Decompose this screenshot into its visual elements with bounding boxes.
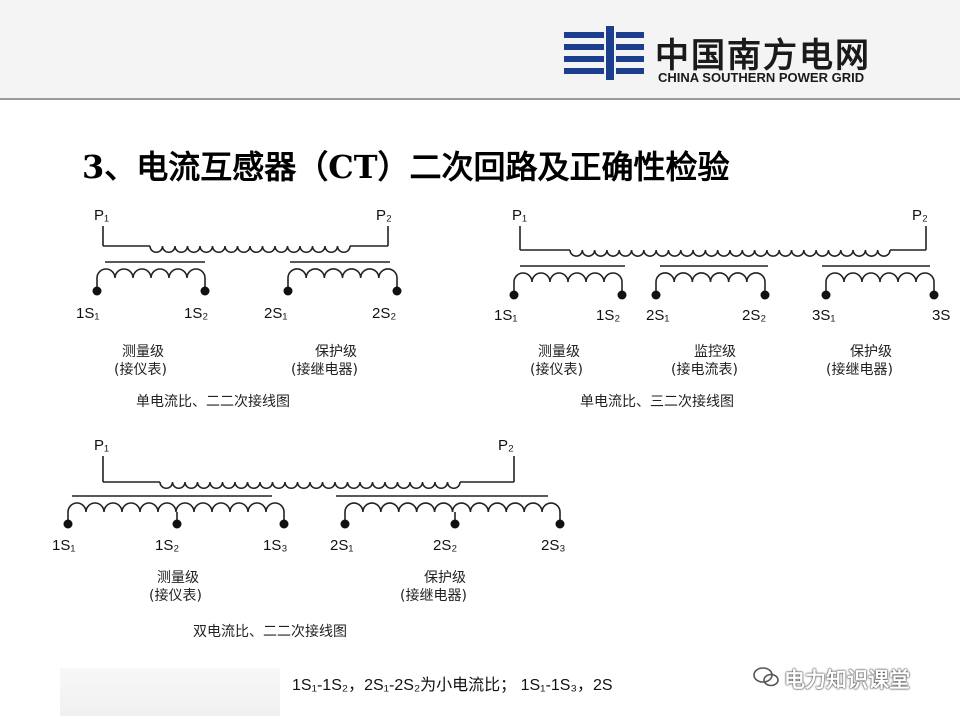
d3-winding2-use: (接继电器) <box>400 587 467 604</box>
d3-terminal-label: 1S₂ <box>155 537 179 554</box>
d3-p2-label: P₂ <box>498 437 514 454</box>
winding-coil <box>655 272 766 283</box>
d2-terminal-label: 2S₂ <box>742 307 766 324</box>
d1-winding1-type: 测量级 <box>122 344 164 360</box>
d2-terminal-label: 3S₁ <box>812 307 835 324</box>
d2-winding1-use: (接仪表) <box>530 361 583 378</box>
wechat-icon <box>753 667 779 687</box>
d3-terminal-label: 1S₁ <box>52 537 75 554</box>
winding-coil <box>67 502 285 513</box>
d1-p2-label: P₂ <box>376 207 392 224</box>
watermark-text: 电力知识课堂 <box>784 668 910 692</box>
d2-p2-label: P₂ <box>912 207 928 224</box>
winding-coil <box>344 502 561 513</box>
d2-winding1-type: 测量级 <box>538 344 580 360</box>
blurred-region <box>60 668 280 716</box>
d2-winding3-use: (接继电器) <box>826 361 893 378</box>
d3-winding1-use: (接仪表) <box>149 587 202 604</box>
winding-coil <box>569 249 891 257</box>
d1-terminal-label: 2S₁ <box>264 305 287 322</box>
terminal-dot <box>92 286 102 296</box>
terminal-dot <box>340 519 350 529</box>
d2-terminal-label: 1S₁ <box>494 307 517 324</box>
diagram1-primary <box>96 226 398 291</box>
d3-winding1-type: 测量级 <box>157 570 199 586</box>
d1-winding2-use: (接继电器) <box>291 361 358 378</box>
terminal-dot <box>651 290 661 300</box>
d1-terminal-label: 1S₁ <box>76 305 99 322</box>
d3-winding2-type: 保护级 <box>424 570 466 586</box>
d2-terminal-label: 3S <box>932 307 950 324</box>
slide-header: 中国南方电网 CHINA SOUTHERN POWER GRID <box>0 0 960 100</box>
d3-p1-label: P₁ <box>94 437 109 454</box>
d3-caption: 双电流比、二二次接线图 <box>193 623 347 640</box>
winding-coil <box>159 481 461 490</box>
terminal-dot <box>821 290 831 300</box>
terminal-dot <box>63 519 73 529</box>
terminal-dot <box>200 286 210 296</box>
d1-winding1-use: (接仪表) <box>114 361 167 378</box>
terminal-dot <box>279 519 289 529</box>
terminal-dot <box>929 290 939 300</box>
winding-coil <box>96 268 206 279</box>
d3-terminal-label: 1S₃ <box>263 537 287 554</box>
terminal-dot <box>450 519 460 529</box>
slide-title: 3、电流互感器（CT）二次回路及正确性检验 <box>82 148 730 186</box>
winding-coil <box>513 272 623 283</box>
d1-winding2-type: 保护级 <box>315 344 357 360</box>
terminal-dot <box>555 519 565 529</box>
d2-p1-label: P₁ <box>512 207 527 224</box>
terminal-dot <box>617 290 627 300</box>
terminal-dot <box>172 519 182 529</box>
company-logo: 中国南方电网 CHINA SOUTHERN POWER GRID <box>560 24 940 86</box>
winding-coil <box>149 245 351 254</box>
d3-terminal-label: 2S₂ <box>433 537 457 554</box>
winding-coil <box>825 272 935 283</box>
d2-terminal-label: 2S₁ <box>646 307 669 324</box>
footnote-text: 1S₁-1S₂，2S₁-2S₂为小电流比； 1S₁-1S₃，2S <box>292 677 613 694</box>
d1-terminal-label: 1S₂ <box>184 305 208 322</box>
d2-winding2-type: 监控级 <box>694 344 736 360</box>
terminal-dot <box>392 286 402 296</box>
diagram2-primary <box>513 226 935 295</box>
winding-coil <box>287 268 398 279</box>
d1-caption: 单电流比、二二次接线图 <box>136 393 290 410</box>
d2-winding2-use: (接电流表) <box>671 361 738 378</box>
d1-terminal-label: 2S₂ <box>372 305 396 322</box>
logo-english-text: CHINA SOUTHERN POWER GRID <box>658 70 865 85</box>
d1-p1-label: P₁ <box>94 207 109 224</box>
logo-chinese-text: 中国南方电网 <box>655 36 871 76</box>
terminal-dot <box>509 290 519 300</box>
d3-terminal-label: 2S₃ <box>541 537 565 554</box>
terminal-dot <box>760 290 770 300</box>
diagram3-primary <box>67 456 561 524</box>
d2-winding3-type: 保护级 <box>850 344 892 360</box>
grid-emblem-icon <box>564 26 644 80</box>
d3-terminal-label: 2S₁ <box>330 537 353 554</box>
d2-terminal-label: 1S₂ <box>596 307 620 324</box>
d2-caption: 单电流比、三二次接线图 <box>580 393 734 410</box>
terminal-dot <box>283 286 293 296</box>
